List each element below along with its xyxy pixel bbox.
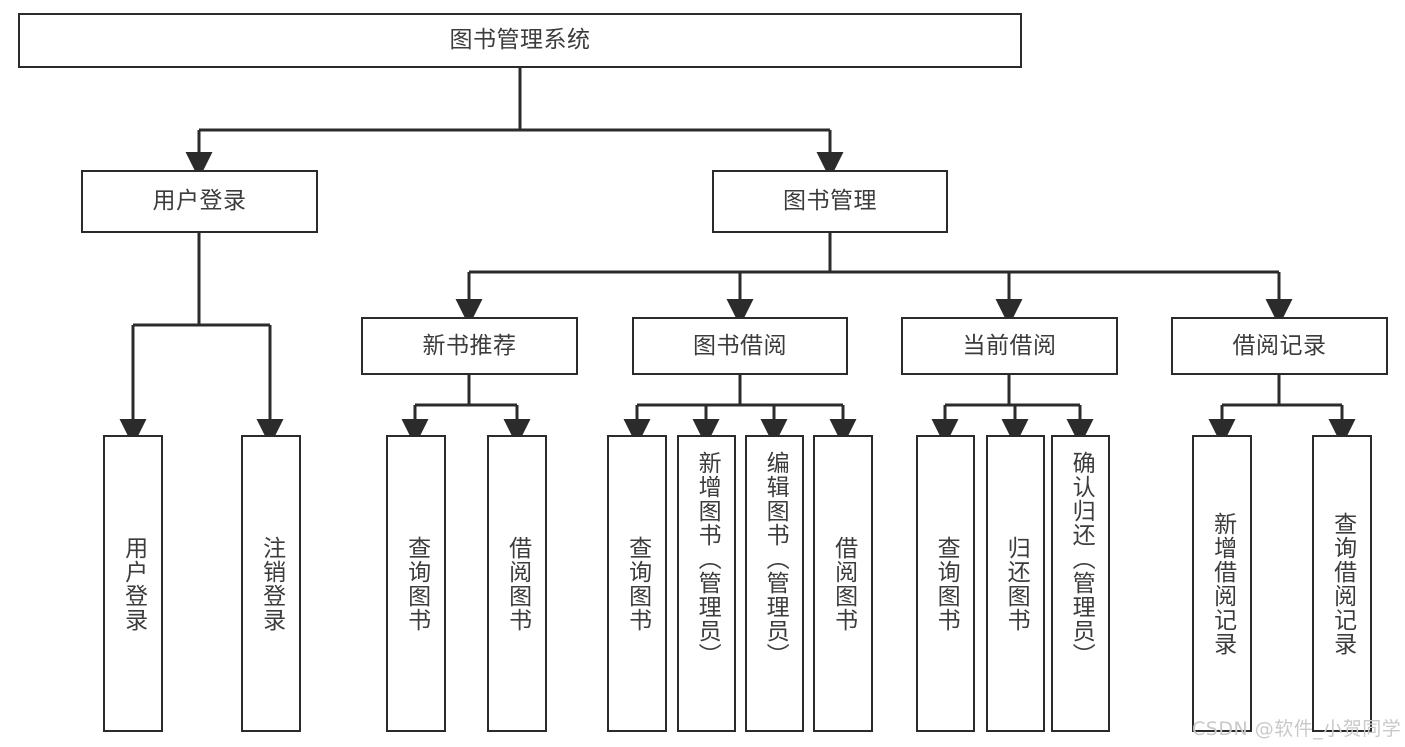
node-label: 查询借阅记录: [1329, 511, 1356, 656]
node-label: 新增借阅记录: [1209, 511, 1236, 656]
node-label: 借阅记录: [1232, 332, 1327, 359]
leaf-current-borrow-query[interactable]: 查询图书: [916, 435, 975, 732]
leaf-new-book-borrow[interactable]: 借阅图书: [487, 435, 547, 732]
leaf-book-borrow-query[interactable]: 查询图书: [607, 435, 667, 732]
leaf-current-borrow-confirm-return[interactable]: 确认归还（管理员）: [1051, 435, 1110, 732]
node-root-book-management-system[interactable]: 图书管理系统: [18, 13, 1022, 68]
leaf-book-borrow-borrow[interactable]: 借阅图书: [813, 435, 873, 732]
node-label: 当前借阅: [962, 332, 1057, 359]
node-book-management[interactable]: 图书管理: [712, 170, 948, 233]
node-borrow-record[interactable]: 借阅记录: [1171, 317, 1388, 375]
leaf-borrow-record-add[interactable]: 新增借阅记录: [1192, 435, 1252, 732]
node-label: 图书管理: [783, 188, 877, 215]
leaf-book-borrow-edit[interactable]: 编辑图书（管理员）: [745, 435, 804, 732]
node-current-borrow[interactable]: 当前借阅: [901, 317, 1118, 375]
node-new-book-recommend[interactable]: 新书推荐: [361, 317, 578, 375]
node-label: 查询图书: [933, 535, 960, 632]
node-book-borrow[interactable]: 图书借阅: [632, 317, 848, 375]
node-label: 查询图书: [624, 535, 651, 632]
leaf-book-borrow-add[interactable]: 新增图书（管理员）: [677, 435, 736, 732]
leaf-user-login-logout[interactable]: 注销登录: [241, 435, 301, 732]
node-label: 借阅图书: [830, 535, 857, 632]
node-label: 用户登录: [152, 188, 247, 215]
node-label: 借阅图书: [504, 535, 531, 632]
csdn-watermark: CSDN @软件_小贺同学: [1192, 718, 1402, 740]
node-label: 注销登录: [258, 535, 285, 632]
node-label: 新书推荐: [422, 332, 517, 359]
node-user-login[interactable]: 用户登录: [81, 170, 318, 233]
node-label: 新增图书（管理员）: [694, 451, 721, 667]
leaf-borrow-record-query[interactable]: 查询借阅记录: [1312, 435, 1372, 732]
node-label: 图书管理系统: [449, 27, 591, 54]
node-label: 归还图书: [1003, 535, 1030, 632]
node-label: 查询图书: [403, 535, 430, 632]
node-label: 编辑图书（管理员）: [762, 451, 789, 667]
node-label: 用户登录: [120, 535, 147, 632]
node-label: 确认归还（管理员）: [1068, 451, 1095, 667]
leaf-current-borrow-return[interactable]: 归还图书: [986, 435, 1045, 732]
node-label: 图书借阅: [693, 332, 787, 359]
leaf-new-book-query[interactable]: 查询图书: [386, 435, 446, 732]
leaf-user-login-login[interactable]: 用户登录: [103, 435, 163, 732]
